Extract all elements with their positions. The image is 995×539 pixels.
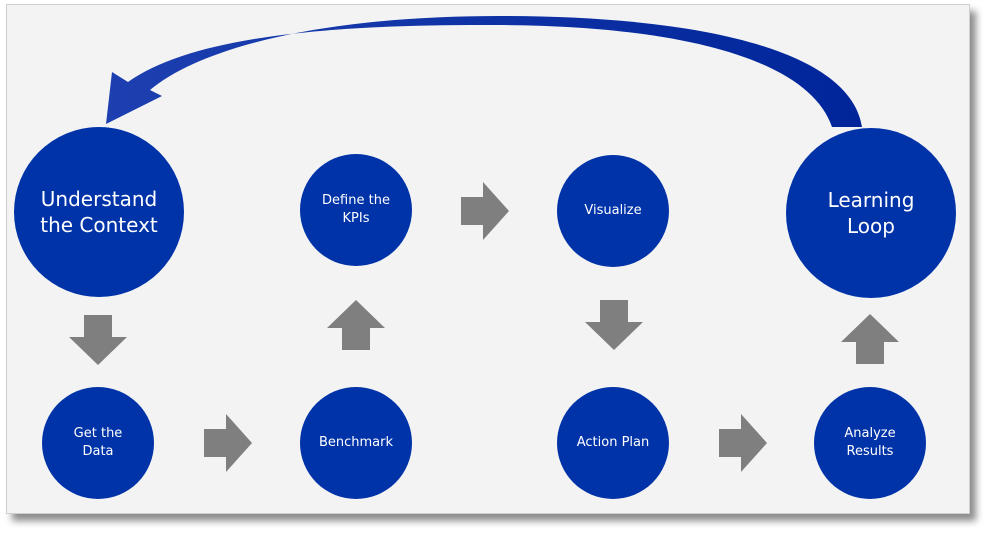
node-label: Define the KPIs — [322, 193, 390, 226]
node-define-the-kpis: Define the KPIs — [300, 154, 412, 266]
node-label: Visualize — [584, 203, 642, 218]
node-label: Understand the Context — [40, 187, 158, 237]
arrow-right-icon — [719, 414, 767, 472]
node-label: Analyze Results — [844, 426, 896, 459]
arrow-right-icon — [204, 414, 252, 472]
node-label: Action Plan — [576, 435, 650, 450]
node-analyze-results: Analyze Results — [814, 387, 926, 499]
node-label: Get the Data — [73, 426, 123, 459]
node-benchmark: Benchmark — [300, 387, 412, 499]
node-get-the-data: Get the Data — [42, 387, 154, 499]
node-label: Learning Loop — [827, 188, 915, 238]
node-action-plan: Action Plan — [557, 387, 669, 499]
node-visualize: Visualize — [557, 155, 669, 267]
node-understand-the-context: Understand the Context — [14, 127, 184, 297]
node-label: Benchmark — [318, 435, 394, 450]
arrow-down-icon — [69, 315, 127, 365]
arrow-up-icon — [327, 300, 385, 350]
arrow-down-icon — [585, 300, 643, 350]
arrow-up-icon — [841, 314, 899, 364]
arrow-right-icon — [461, 182, 509, 240]
node-learning-loop: Learning Loop — [786, 128, 956, 298]
